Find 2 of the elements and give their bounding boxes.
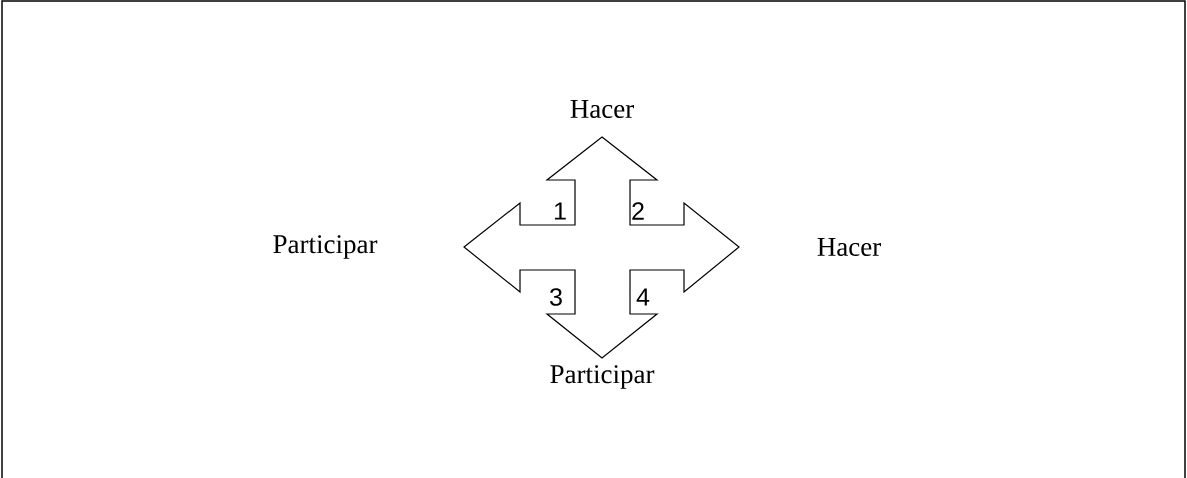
direction-label: Hacer (817, 238, 881, 256)
direction-label: Participar (273, 235, 378, 259)
